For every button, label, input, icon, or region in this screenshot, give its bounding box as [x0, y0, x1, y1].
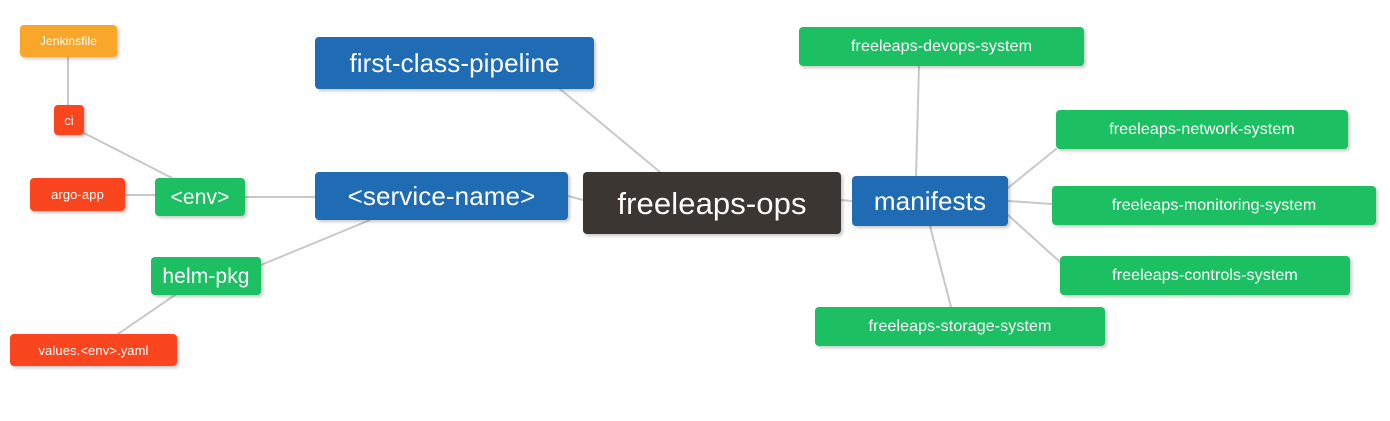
edge-values-env-yaml-to-helm-pkg	[117, 294, 176, 335]
mindmap-node-freeleaps-storage-system[interactable]: freeleaps-storage-system	[815, 307, 1105, 346]
mindmap-node-freeleaps-devops-system[interactable]: freeleaps-devops-system	[799, 27, 1084, 66]
mindmap-node-label: freeleaps-controls-system	[1112, 266, 1298, 284]
edge-freeleaps-storage-system-to-manifests	[929, 225, 952, 308]
mindmap-node-ci[interactable]: ci	[54, 105, 84, 135]
mindmap-node-label: freeleaps-storage-system	[868, 317, 1052, 335]
edge-freeleaps-devops-system-to-manifests	[915, 65, 920, 177]
edge-freeleaps-network-system-to-manifests	[1007, 148, 1057, 189]
mindmap-node-label: argo-app	[51, 187, 104, 202]
mindmap-node-freeleaps-network-system[interactable]: freeleaps-network-system	[1056, 110, 1348, 149]
mindmap-node-jenkinsfile[interactable]: Jenkinsfile	[20, 25, 117, 57]
mindmap-node-freeleaps-monitoring-system[interactable]: freeleaps-monitoring-system	[1052, 186, 1376, 225]
mindmap-node-label: manifests	[873, 186, 987, 216]
mindmap-node-service-name[interactable]: <service-name>	[315, 172, 568, 220]
mindmap-node-label: ci	[64, 112, 74, 128]
mindmap-node-label: first-class-pipeline	[349, 48, 560, 78]
mindmap-node-label: Jenkinsfile	[39, 34, 98, 48]
mindmap-node-values-env-yaml[interactable]: values.<env>.yaml	[10, 334, 177, 366]
mindmap-node-label: freeleaps-monitoring-system	[1111, 196, 1317, 214]
mindmap-node-label: freeleaps-ops	[617, 185, 807, 221]
edge-helm-pkg-to-service-name	[260, 219, 371, 266]
mindmap-node-freeleaps-ops[interactable]: freeleaps-ops	[583, 172, 841, 234]
mindmap-node-first-class-pipeline[interactable]: first-class-pipeline	[315, 37, 594, 89]
edge-ci-to-env	[83, 132, 173, 179]
mindmap-node-label: freeleaps-network-system	[1109, 120, 1295, 138]
mindmap-node-label: <env>	[170, 185, 230, 209]
edge-manifests-to-freeleaps-ops	[840, 199, 853, 202]
mindmap-node-label: values.<env>.yaml	[38, 342, 149, 358]
mindmap-node-env[interactable]: <env>	[155, 178, 245, 216]
mindmap-node-argo-app[interactable]: argo-app	[30, 178, 125, 211]
mindmap-node-manifests[interactable]: manifests	[852, 176, 1008, 226]
mindmap-node-label: helm-pkg	[162, 264, 250, 288]
edge-freeleaps-monitoring-system-to-manifests	[1007, 200, 1053, 205]
edge-service-name-to-freeleaps-ops	[567, 195, 584, 201]
mindmap-node-freeleaps-controls-system[interactable]: freeleaps-controls-system	[1060, 256, 1350, 295]
mindmap-node-label: freeleaps-devops-system	[850, 37, 1033, 55]
mindmap-node-helm-pkg[interactable]: helm-pkg	[151, 257, 261, 295]
mindmap-node-label: <service-name>	[347, 181, 536, 211]
edge-first-class-pipeline-to-freeleaps-ops	[559, 88, 661, 173]
